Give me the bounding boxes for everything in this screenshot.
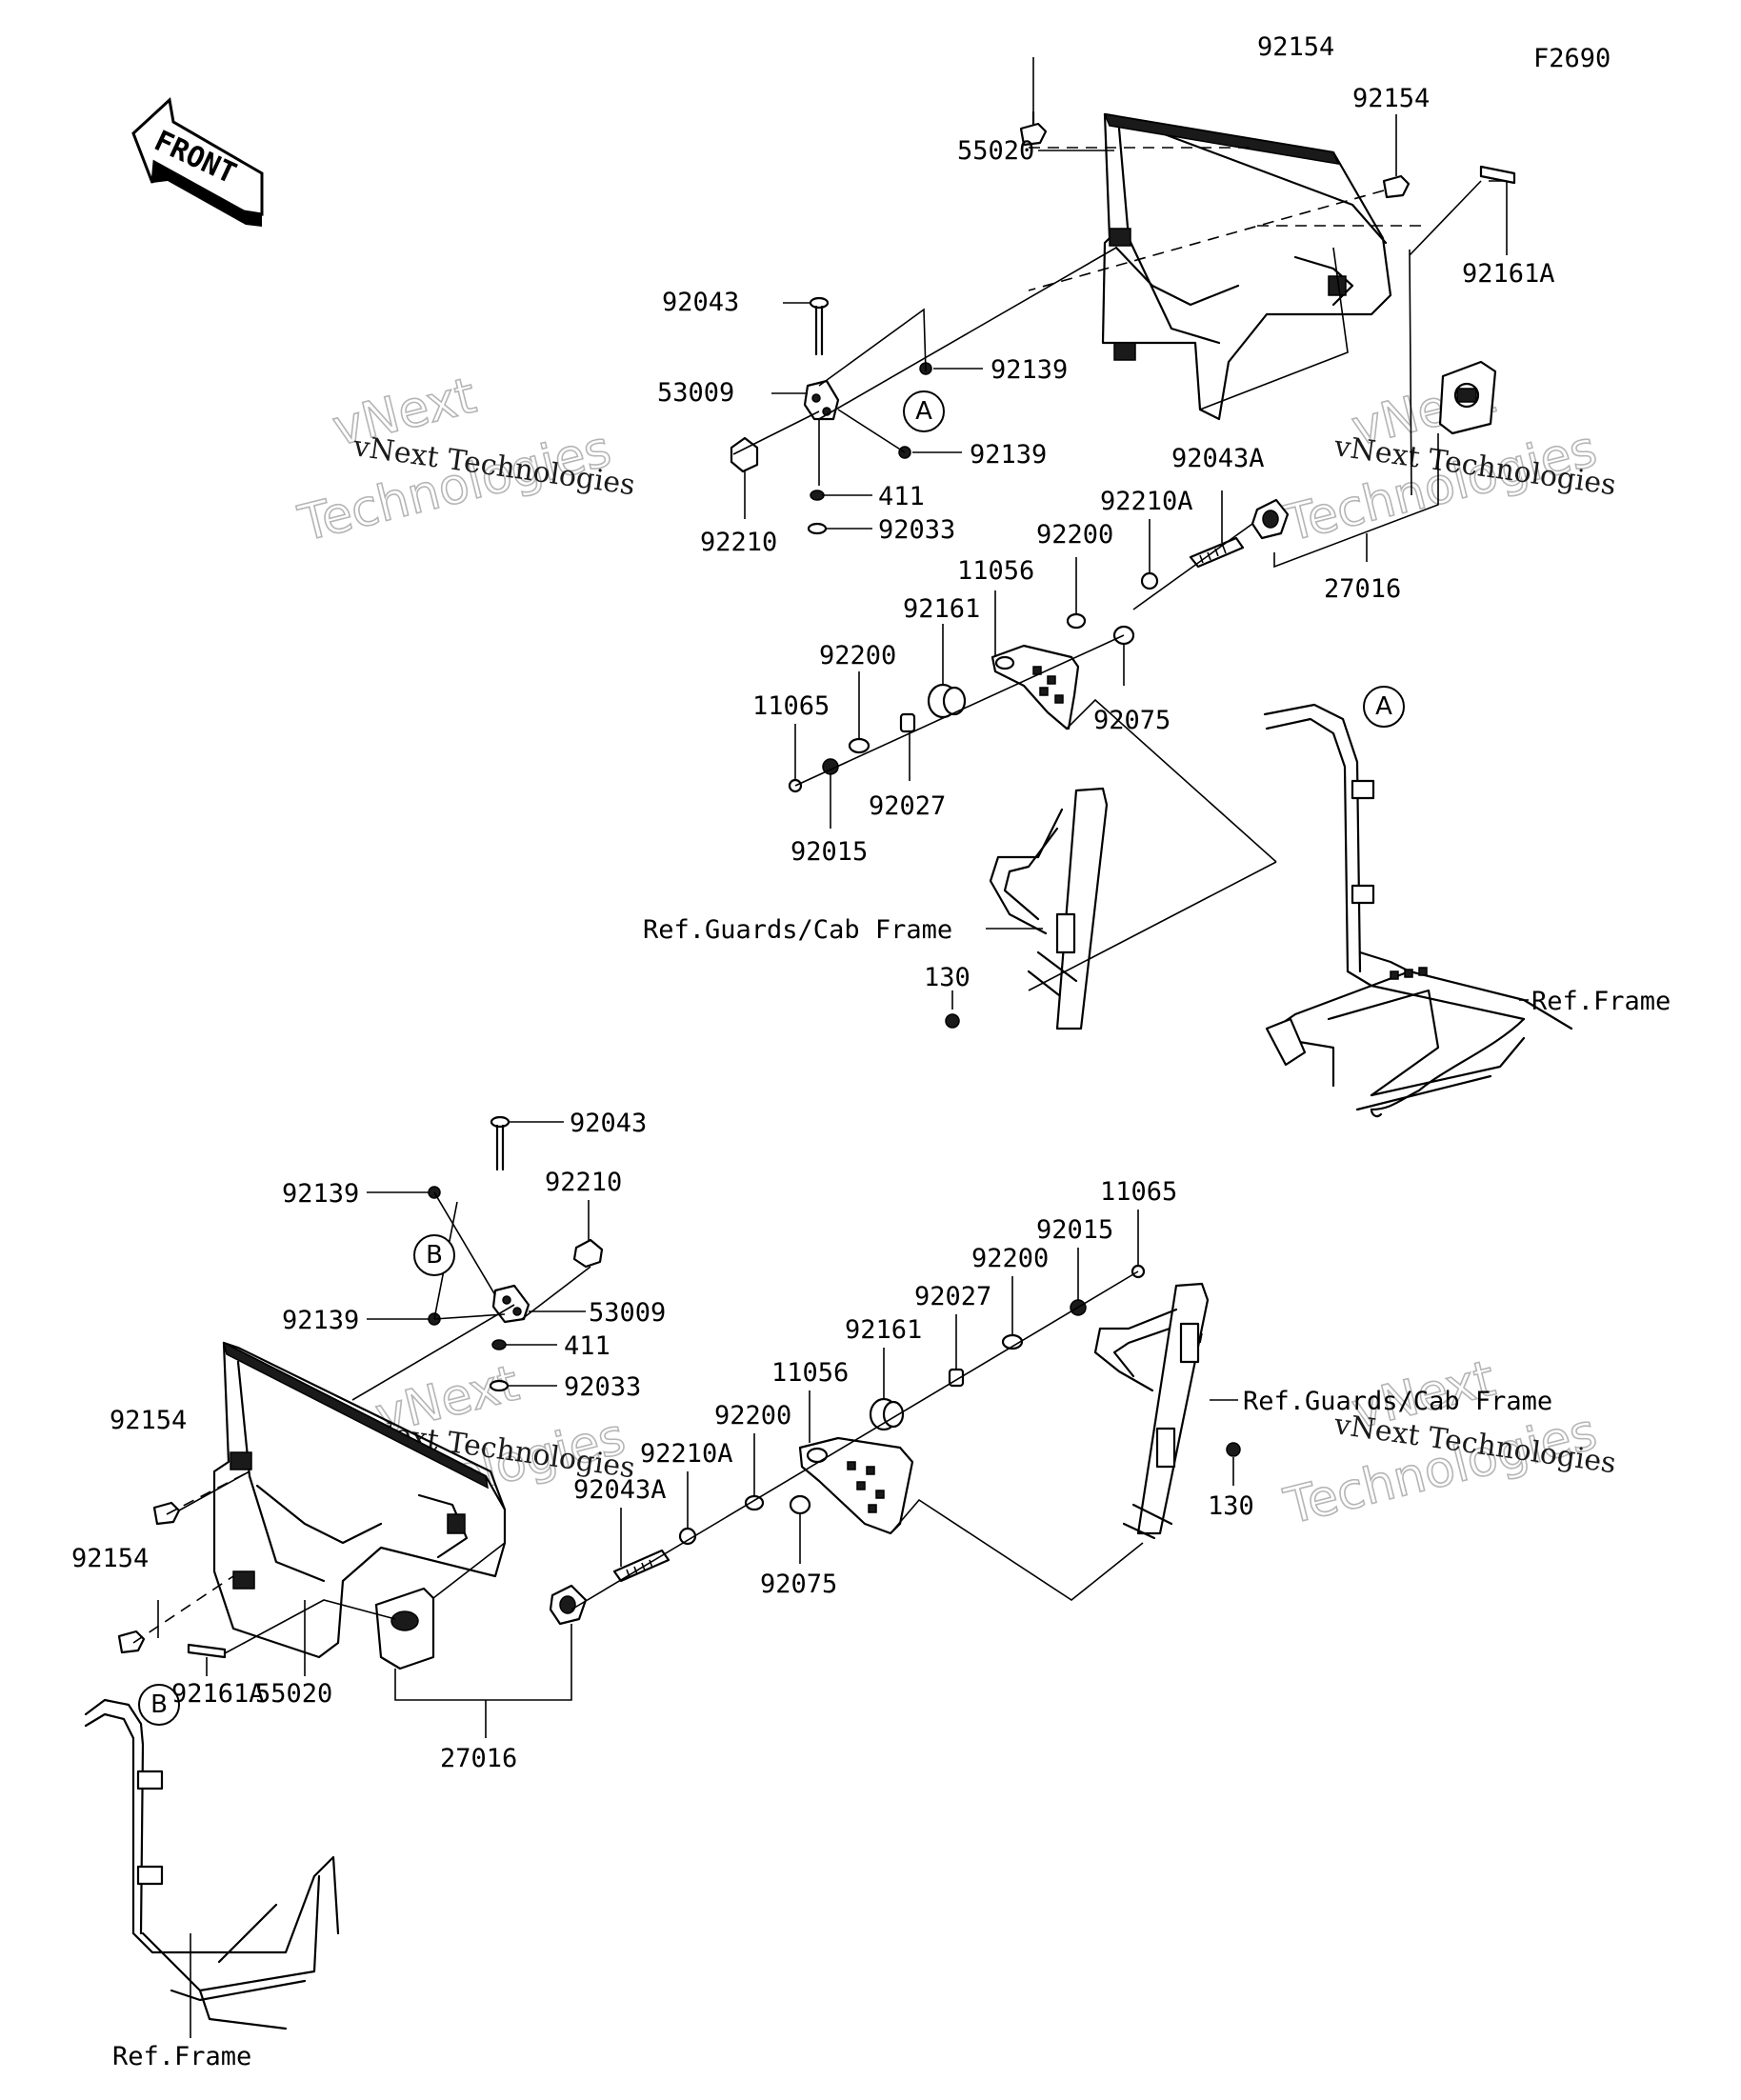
mount-plate-11056-lower-icon (798, 1436, 914, 1535)
cover-55020-lower-icon (212, 1341, 507, 1659)
label-92161-lower: 92161 (845, 1315, 922, 1345)
bolt-92154-lower-b-icon (117, 1630, 146, 1654)
label-92015-upper: 92015 (790, 837, 868, 867)
mount-plate-11056-upper-icon (991, 644, 1080, 730)
lower-leader-lines (132, 1121, 1238, 2038)
clip-92033-upper-icon (807, 522, 828, 535)
label-11056-lower: 11056 (771, 1358, 849, 1388)
label-ref-guards-upper: Ref.Guards/Cab Frame (643, 915, 952, 945)
washer-92200-upper-b-icon (848, 737, 870, 754)
pin-92043-upper-icon (809, 296, 830, 356)
damper-92161-upper-icon (927, 683, 967, 719)
callout-a-upper: A (903, 390, 945, 432)
label-92139-lower-b: 92139 (282, 1306, 359, 1335)
guard-cab-frame-upper-icon (945, 787, 1109, 1030)
label-92033-upper: 92033 (878, 515, 955, 545)
nut-92210-lower-icon (572, 1238, 604, 1269)
washer-92200-lower-b-icon (744, 1494, 765, 1511)
label-92210A-upper: 92210A (1100, 487, 1193, 516)
figure-code: F2690 (1533, 44, 1611, 73)
label-11056-upper: 11056 (957, 556, 1034, 586)
pin-92043-lower-icon (490, 1115, 510, 1171)
label-92075-upper: 92075 (1093, 706, 1171, 735)
label-92161-upper: 92161 (903, 594, 980, 624)
label-130-upper: 130 (924, 963, 971, 992)
spacer-411-upper-icon (810, 490, 825, 501)
label-92210A-lower: 92210A (640, 1439, 733, 1469)
label-411-upper: 411 (878, 482, 925, 511)
label-92027-lower: 92027 (914, 1282, 991, 1311)
svg-text:B: B (426, 1241, 443, 1270)
label-92210-upper: 92210 (700, 528, 777, 557)
label-92154-lower-b: 92154 (71, 1544, 149, 1573)
label-92015-lower: 92015 (1036, 1215, 1113, 1245)
label-92043-upper: 92043 (662, 288, 739, 317)
label-92154-lower-a: 92154 (110, 1406, 187, 1435)
upper-leader-lines (732, 57, 1529, 1010)
label-92200-upper-b: 92200 (819, 641, 896, 670)
label-92210-lower: 92210 (545, 1168, 622, 1197)
label-ref-frame-upper: Ref.Frame (1531, 987, 1671, 1016)
label-55020-lower: 55020 (255, 1679, 332, 1709)
label-130-lower: 130 (1208, 1491, 1254, 1521)
spacer-411-lower-icon (491, 1339, 507, 1350)
label-92075-lower: 92075 (760, 1570, 837, 1599)
label-11065-lower: 11065 (1100, 1177, 1177, 1207)
nut-92210A-upper-icon (1140, 571, 1159, 590)
watermark-upper-left: vNext Technologies vNext Technologies (292, 367, 637, 554)
label-92161A-upper: 92161A (1462, 259, 1555, 289)
front-arrow-icon: FRONT (131, 97, 264, 227)
label-27016-lower: 27016 (440, 1744, 517, 1773)
callout-b-frame: B (138, 1684, 180, 1726)
label-11065-upper: 11065 (752, 691, 830, 721)
guard-cab-frame-lower-icon (1093, 1282, 1241, 1540)
label-ref-frame-lower: Ref.Frame (112, 2042, 251, 2071)
label-92027-upper: 92027 (869, 791, 946, 821)
clip-92033-lower-icon (489, 1379, 510, 1392)
collar-92027-upper-icon (899, 712, 916, 733)
ref-frame-upper-icon (1263, 703, 1573, 1118)
ref-frame-lower-icon (84, 1698, 340, 2030)
washer-92200-upper-a-icon (1066, 612, 1087, 630)
bolt-92043A-lower-icon (612, 1549, 670, 1583)
bracket-53009-upper-icon (803, 379, 840, 421)
bolt-92154-lower-a-icon (152, 1501, 181, 1526)
bracket-27016-lower-icon (374, 1584, 588, 1670)
label-92154-upper-b: 92154 (1352, 84, 1430, 113)
svg-text:A: A (915, 397, 932, 426)
label-411-lower: 411 (564, 1331, 610, 1361)
label-92043-lower: 92043 (570, 1109, 647, 1138)
label-ref-guards-lower: Ref.Guards/Cab Frame (1243, 1387, 1552, 1416)
cover-55020-upper-icon (1101, 112, 1392, 421)
label-92161A-lower: 92161A (171, 1679, 265, 1709)
label-53009-lower: 53009 (589, 1298, 666, 1328)
callout-b-lower: B (413, 1234, 455, 1276)
label-92200-lower-a: 92200 (971, 1244, 1049, 1273)
svg-text:B: B (150, 1690, 168, 1719)
nut-92210-upper-icon (730, 436, 759, 473)
label-92139-upper-a: 92139 (991, 355, 1068, 385)
bracket-53009-lower-icon (491, 1284, 530, 1324)
bracket-27016-upper-icon (1251, 360, 1497, 540)
label-27016-upper: 27016 (1324, 574, 1401, 604)
label-92139-upper-b: 92139 (970, 440, 1047, 470)
bolt-92154-upper-a-icon (1019, 110, 1048, 147)
label-92139-lower-a: 92139 (282, 1179, 359, 1209)
bolt-92154-upper-b-icon (1382, 174, 1411, 199)
svg-text:A: A (1375, 692, 1392, 721)
callout-a-frame: A (1363, 686, 1405, 728)
label-92200-upper-a: 92200 (1036, 520, 1113, 550)
label-55020-upper: 55020 (957, 136, 1034, 166)
label-92200-lower-b: 92200 (714, 1401, 791, 1430)
label-92154-upper-a: 92154 (1257, 32, 1334, 62)
label-92043A-lower: 92043A (573, 1475, 667, 1505)
strip-92161A-lower-icon (187, 1643, 227, 1659)
label-92043A-upper: 92043A (1171, 444, 1265, 473)
watermark-lower-right: vNext Technologies vNext Technologies (1278, 1350, 1618, 1537)
strip-92161A-upper-icon (1479, 165, 1516, 185)
label-53009-upper: 53009 (657, 378, 734, 408)
label-92033-lower: 92033 (564, 1372, 641, 1402)
bushing-92075-lower-icon (789, 1494, 811, 1515)
